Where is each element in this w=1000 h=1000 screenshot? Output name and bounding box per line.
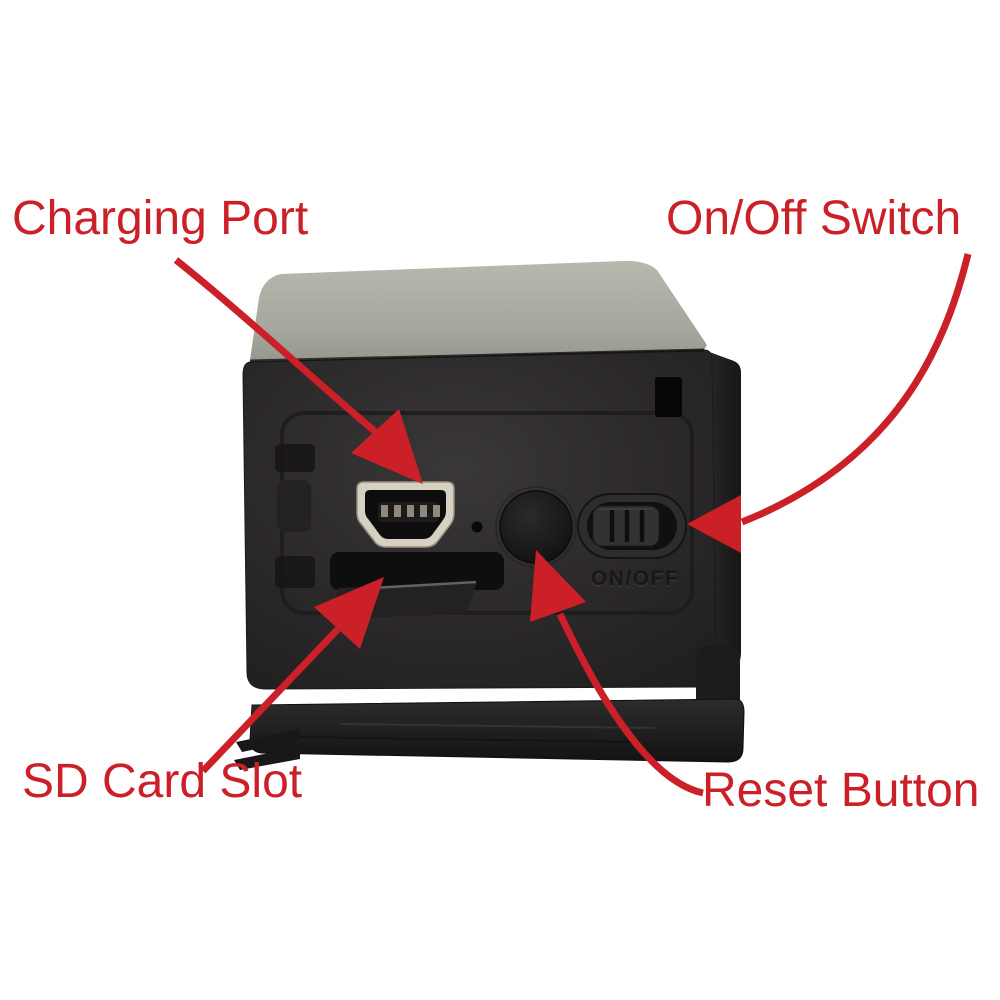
indicator-hole	[471, 521, 483, 533]
reset-button	[495, 486, 577, 568]
mini-usb-port	[356, 481, 455, 548]
charging-port-label: Charging Port	[12, 192, 309, 245]
reset-button-arrowhead	[530, 550, 586, 622]
on-off-switch-label: On/Off Switch	[666, 192, 962, 245]
molded-notch-upper	[275, 444, 315, 472]
on-off-marking: ON/OFF ON/OFF	[591, 567, 679, 592]
clip-bar	[249, 698, 745, 763]
device-top-face	[250, 260, 707, 362]
svg-text:ON/OFF: ON/OFF	[591, 567, 679, 590]
switch-knob-ridges	[609, 510, 645, 542]
clip-seam-light	[339, 723, 656, 729]
reset-button-arrow	[530, 550, 704, 797]
vent-notch	[655, 377, 682, 417]
charging-port-arrowhead	[351, 409, 423, 484]
clip-seam-dark	[299, 736, 641, 743]
usb-pins	[381, 505, 440, 517]
top-edge-seam	[249, 348, 705, 363]
sd-card-slot-label: SD Card Slot	[22, 755, 303, 808]
charging-port-arrow	[173, 257, 423, 484]
annotation-arrows	[173, 253, 972, 797]
molded-notch-lower	[275, 556, 315, 588]
clip-prong-upper	[236, 729, 300, 752]
molded-tab	[277, 480, 311, 532]
clip-prong-lower	[234, 747, 300, 770]
sd-slot-opening	[330, 552, 504, 590]
reset-button-label: Reset Button	[702, 764, 980, 817]
mounting-clip	[234, 645, 745, 770]
svg-text:ON/OFF: ON/OFF	[591, 569, 679, 592]
sd-card-slot-arrowhead	[314, 577, 384, 649]
power-switch	[577, 493, 687, 559]
sd-card-highlight	[371, 580, 477, 590]
sd-card-slot-arrow	[200, 577, 384, 774]
clip-right-arm	[696, 645, 740, 715]
on-off-switch-arrow	[687, 253, 972, 553]
on-off-switch-arrowhead	[687, 495, 741, 553]
